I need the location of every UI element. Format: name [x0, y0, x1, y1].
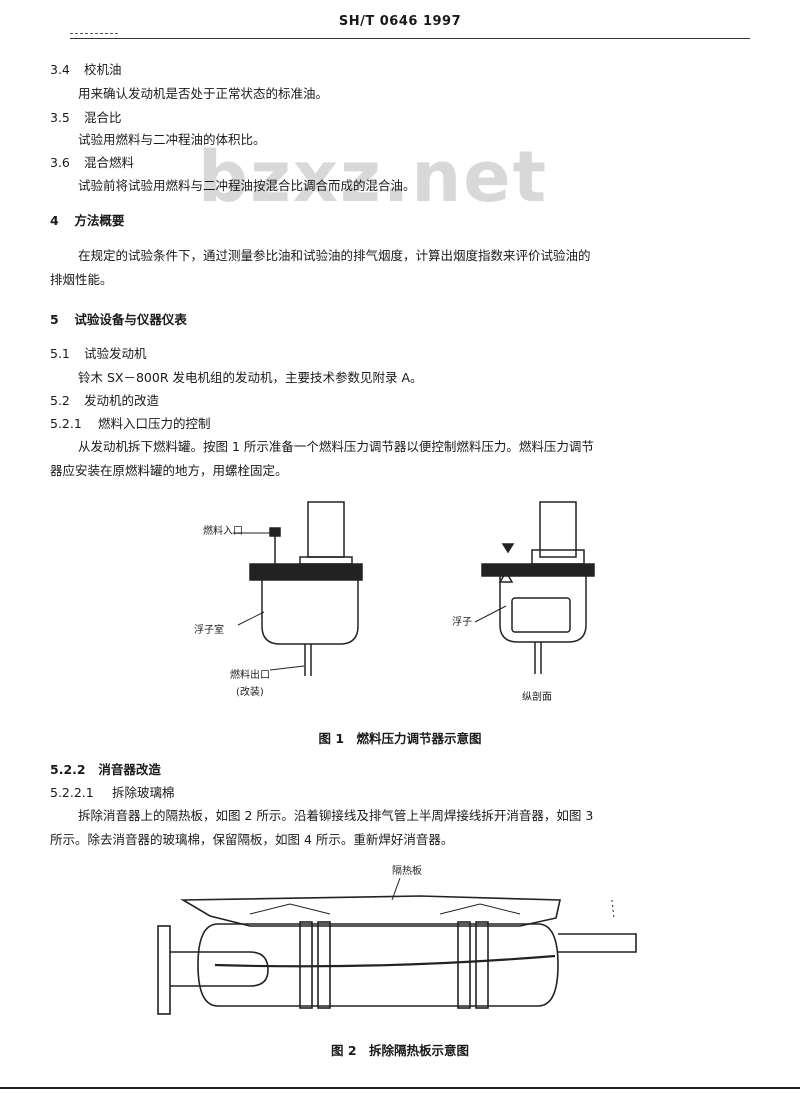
section-title: 混合燃料: [83, 155, 134, 170]
section-3-4-heading: 3.4 校机油: [50, 62, 122, 77]
figure-2-caption: 图 2 拆除隔热板示意图: [330, 1043, 470, 1058]
valve-needle: [498, 570, 514, 583]
section-3-6-heading: 3.6 混合燃料: [50, 155, 134, 170]
section-3-6-body: 试验前将试验用燃料与二冲程油按混合比调合而成的混合油。: [78, 178, 416, 193]
header-dash: [70, 33, 118, 34]
figure-2-drawing: 隔热板: [157, 864, 637, 1015]
section-title: 燃料入口压力的控制: [97, 416, 211, 431]
heat-shield-ridge-1: [249, 903, 331, 915]
inlet-pipe: [170, 951, 269, 987]
section-number: 3.4: [50, 62, 70, 77]
section-5-heading: 5 试验设备与仪器仪表: [50, 312, 187, 327]
label-modified: (改装): [236, 685, 264, 698]
float: [511, 597, 571, 633]
section-title: 方法概要: [74, 213, 125, 228]
section-5-2-1-heading: 5.2.1 燃料入口压力的控制: [50, 416, 211, 431]
section-5-2-heading: 5.2 发动机的改造: [50, 393, 159, 408]
leader-outlet: [269, 665, 305, 671]
section-number: 5.2.1: [50, 416, 82, 431]
section-5-2-1-body-line-1: 从发动机拆下燃料罐。按图 1 所示准备一个燃料压力调节器以便控制燃料压力。燃料压…: [78, 439, 594, 454]
muffler-body: [197, 923, 559, 1007]
section-title: 发动机的改造: [83, 393, 159, 408]
section-4-body-line-1: 在规定的试验条件下，通过测量参比油和试验油的排气烟度，计算出烟度指数来评价试验油…: [78, 248, 591, 263]
section-number: 5.1: [50, 346, 70, 361]
section-top-body: [539, 501, 577, 558]
section-4-body-line-2: 排烟性能。: [50, 272, 113, 287]
section-5-2-2-heading: 5.2.2 消音器改造: [50, 762, 161, 777]
label-fuel-inlet: 燃料入口: [203, 524, 243, 537]
muffler-band-1: [299, 921, 313, 1009]
header-rule: [70, 38, 750, 39]
section-5-2-2-1-heading: 5.2.2.1 拆除玻璃棉: [50, 785, 175, 800]
section-3-4-body: 用来确认发动机是否处于正常状态的标准油。: [78, 86, 329, 101]
section-number: 3.5: [50, 110, 70, 125]
section-flange: [481, 563, 595, 577]
regulator-top-body: [307, 501, 345, 558]
section-number: 5.2.2.1: [50, 785, 94, 800]
section-title: 校机油: [83, 62, 122, 77]
section-number: 5.2.2: [50, 762, 86, 777]
section-3-5-body: 试验用燃料与二冲程油的体积比。: [78, 132, 266, 147]
stray-mark: [611, 899, 615, 919]
float-chamber-body: [261, 580, 359, 645]
section-number: 4: [50, 213, 59, 228]
mounting-flange: [249, 563, 363, 581]
page-bottom-rule: [0, 1087, 800, 1089]
muffler-band-4: [475, 921, 489, 1009]
section-title: 拆除玻璃棉: [111, 785, 175, 800]
weld-line: [214, 954, 556, 968]
section-chamber: [499, 576, 587, 643]
section-title: 试验发动机: [83, 346, 147, 361]
regulator-collar: [299, 556, 353, 565]
inlet-fitting: [269, 527, 281, 537]
muffler-band-3: [457, 921, 471, 1009]
section-5-2-2-1-body-line-2: 所示。除去消音器的玻璃棉，保留隔板，如图 4 所示。重新焊好消音器。: [50, 832, 454, 847]
section-3-5-heading: 3.5 混合比: [50, 110, 122, 125]
muffler-band-2: [317, 921, 331, 1009]
label-fuel-outlet: 燃料出口: [230, 668, 270, 681]
section-number: 5: [50, 312, 59, 327]
section-5-2-1-body-line-2: 器应安装在原燃料罐的地方，用螺栓固定。: [50, 463, 288, 478]
leader-heat-shield: [391, 877, 401, 901]
figure-1-caption: 图 1 燃料压力调节器示意图: [318, 731, 482, 746]
section-number: 5.2: [50, 393, 70, 408]
section-5-2-2-1-body-line-1: 拆除消音器上的隔热板，如图 2 所示。沿着铆接线及排气管上半周焊接线拆开消音器，…: [78, 808, 594, 823]
watermark: bzxz.net: [198, 136, 549, 218]
label-float-chamber: 浮子室: [194, 623, 224, 636]
heat-shield-ridge-2: [439, 903, 521, 915]
leader-float-cover: [237, 611, 265, 626]
section-title: 混合比: [83, 110, 122, 125]
section-5-1-heading: 5.1 试验发动机: [50, 346, 147, 361]
figure-1-drawing: 燃料入口 浮子室 燃料出口 (改装) 浮子 纵剖面: [194, 501, 595, 703]
outlet-pipe: [558, 933, 637, 953]
label-heat-shield: 隔热板: [392, 864, 422, 877]
label-float: 浮子: [452, 616, 472, 628]
section-5-1-body: 铃木 SX－800R 发电机组的发动机，主要技术参数见附录 A。: [78, 370, 423, 385]
valve-top: [501, 543, 515, 554]
label-longitudinal-section: 纵剖面: [522, 690, 552, 703]
standard-code-header: SH/T 0646 1997: [338, 14, 462, 29]
inlet-flange: [157, 925, 171, 1015]
leader-float: [474, 605, 507, 623]
section-title: 试验设备与仪器仪表: [74, 312, 187, 327]
section-4-heading: 4 方法概要: [50, 213, 125, 228]
section-title: 消音器改造: [98, 762, 161, 777]
section-number: 3.6: [50, 155, 70, 170]
heat-shield: [180, 895, 561, 927]
